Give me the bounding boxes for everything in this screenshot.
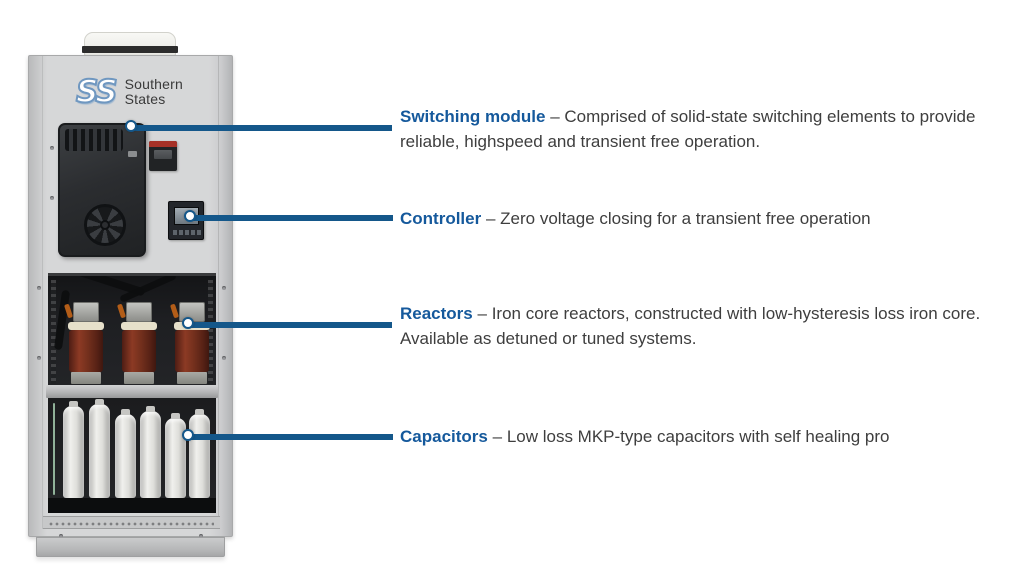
callout-description: Zero voltage closing for a transient fre… xyxy=(500,209,871,228)
heatsink-fins xyxy=(65,129,123,151)
callout-separator: – xyxy=(477,304,487,323)
capacitor-cylinder xyxy=(115,409,136,498)
callout-line-reactors xyxy=(190,322,392,328)
mounting-rail xyxy=(51,280,56,384)
capacitor-bay xyxy=(48,398,216,513)
callout-anchor-dot-icon xyxy=(125,120,137,132)
callout-switching-module: Switching module – Comprised of solid-st… xyxy=(400,104,1030,154)
callout-separator: – xyxy=(492,427,503,446)
callout-label: Reactors xyxy=(400,304,473,323)
screw xyxy=(37,286,41,290)
reactor-insulation xyxy=(121,322,157,330)
vent-holes xyxy=(49,522,214,526)
switching-module xyxy=(58,123,146,257)
capacitor-bank-cabinet: SS Southern States xyxy=(28,55,233,538)
reactor-base xyxy=(124,372,154,384)
cooling-fan xyxy=(84,204,126,246)
reactor-winding xyxy=(175,330,209,372)
capacitor-cylinder xyxy=(89,399,110,498)
callout-controller: Controller – Zero voltage closing for a … xyxy=(400,206,1030,231)
disconnect-switch-handle xyxy=(154,150,172,159)
callout-anchor-dot-icon xyxy=(184,210,196,222)
reactor-insulation xyxy=(68,322,104,330)
callout-description: Low loss MKP-type capacitors with self h… xyxy=(506,427,890,446)
callout-description: Iron core reactors, constructed with low… xyxy=(400,304,981,348)
module-label-chip xyxy=(128,151,137,157)
door-seam xyxy=(42,56,43,529)
screw xyxy=(199,534,203,538)
reactor-base xyxy=(71,372,101,384)
ground-wire xyxy=(53,403,55,495)
reactor-bay xyxy=(48,273,216,385)
disconnect-switch-red-cap xyxy=(149,141,177,147)
reactor-winding xyxy=(69,330,103,372)
brand-name: Southern States xyxy=(124,76,183,107)
capacitor-cylinder xyxy=(189,409,210,498)
reactor-wire xyxy=(169,303,180,319)
callout-description: Comprised of solid-state switching eleme… xyxy=(400,107,976,151)
screw xyxy=(37,356,41,360)
capacitor-cylinder xyxy=(165,413,186,498)
callout-separator: – xyxy=(485,209,496,228)
screw xyxy=(222,356,226,360)
bottom-vent-strip xyxy=(43,516,220,529)
bay-shelf xyxy=(46,385,218,398)
fan-hub xyxy=(100,220,110,230)
reactor-coil xyxy=(169,302,212,385)
capacitor-cylinder xyxy=(63,401,84,498)
reactor-wire xyxy=(116,303,127,319)
reactor-bracket xyxy=(73,302,99,322)
screw xyxy=(50,146,54,150)
callout-capacitors: Capacitors – Low loss MKP-type capacitor… xyxy=(400,424,1030,449)
callout-line-capacitors xyxy=(190,434,393,440)
brand-monogram: SS xyxy=(75,74,119,110)
callout-label: Switching module xyxy=(400,107,546,126)
callout-line-switching-module xyxy=(133,125,392,131)
cabinet-top-vent-base xyxy=(82,46,178,53)
reactor-winding xyxy=(122,330,156,372)
brand-logo: SS Southern States xyxy=(75,74,206,110)
disconnect-switch xyxy=(149,141,177,171)
callout-anchor-dot-icon xyxy=(182,429,194,441)
door-seam xyxy=(218,56,219,529)
capacitor-cylinder xyxy=(140,406,161,498)
reactor-coil xyxy=(63,302,106,385)
screw xyxy=(50,196,54,200)
reactor-coil xyxy=(116,302,159,385)
callout-line-controller xyxy=(192,215,393,221)
reactor-wire xyxy=(63,303,74,319)
callout-label: Capacitors xyxy=(400,427,488,446)
callout-anchor-dot-icon xyxy=(182,317,194,329)
callout-reactors: Reactors – Iron core reactors, construct… xyxy=(400,301,1030,351)
screw xyxy=(59,534,63,538)
reactor-base xyxy=(177,372,207,384)
reactor-bracket xyxy=(126,302,152,322)
bay-floor xyxy=(48,498,216,513)
controller-keys xyxy=(173,230,201,235)
mounting-rail xyxy=(208,280,213,384)
callout-label: Controller xyxy=(400,209,482,228)
screw xyxy=(222,286,226,290)
callout-separator: – xyxy=(550,107,560,126)
cabinet-plinth xyxy=(36,537,225,557)
